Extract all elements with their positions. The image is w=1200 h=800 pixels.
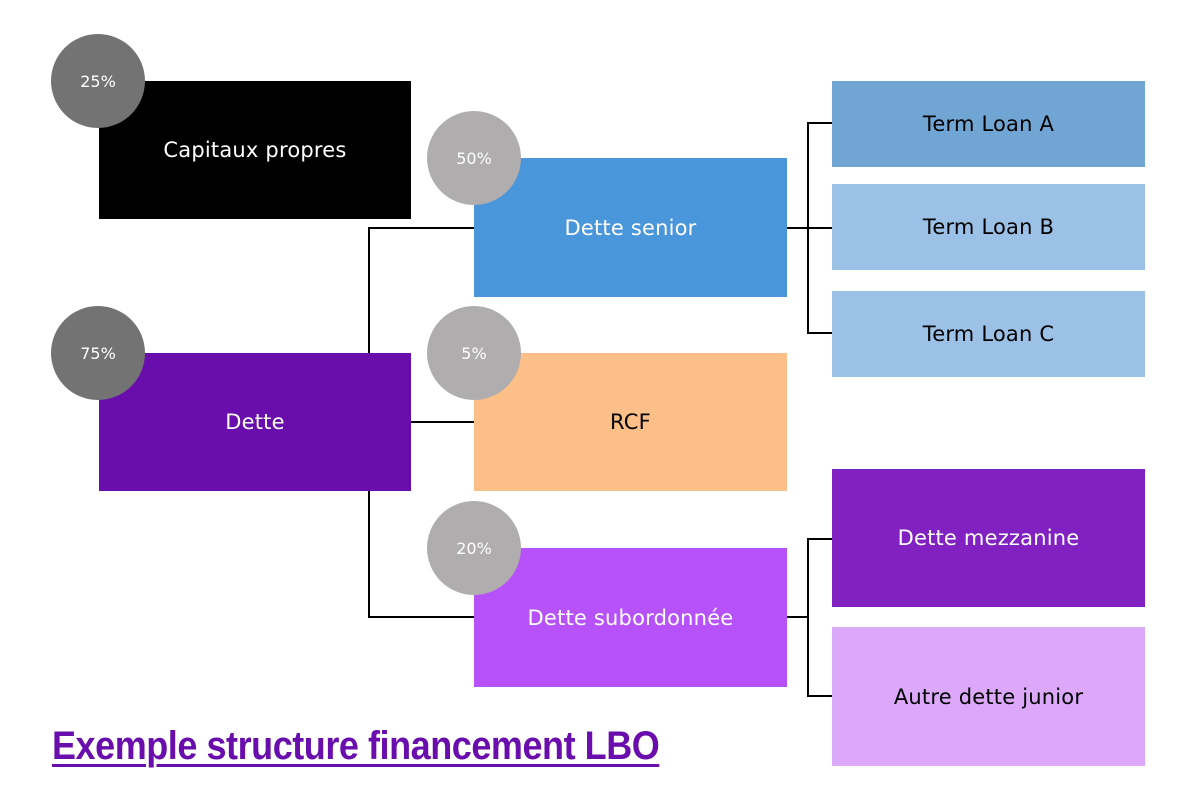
node-label: Dette senior <box>564 215 697 240</box>
node-dette-mezzanine: Dette mezzanine <box>832 469 1145 607</box>
node-term-loan-c: Term Loan C <box>832 291 1145 377</box>
node-term-loan-a: Term Loan A <box>832 81 1145 167</box>
connector-to-dette-mezzanine <box>807 538 832 540</box>
connector-to-rcf <box>411 421 474 423</box>
node-capitaux-propres: Capitaux propres <box>99 81 411 219</box>
node-autre-dette-junior: Autre dette junior <box>832 627 1145 766</box>
percent-badge-dette: 75% <box>51 306 145 400</box>
connector-senior-trunk <box>807 122 809 334</box>
connector-senior-stem <box>787 227 832 229</box>
node-label: Autre dette junior <box>893 684 1084 709</box>
node-label: Term Loan A <box>922 112 1055 136</box>
connector-subordonnee-trunk <box>807 538 809 697</box>
node-rcf: RCF <box>474 353 787 491</box>
percent-badge-dette-senior: 50% <box>427 111 521 205</box>
percent-label: 50% <box>456 148 492 168</box>
percent-badge-dette-subordonnee: 20% <box>427 501 521 595</box>
connector-to-dette-subordonnee <box>368 616 474 618</box>
node-label: Dette mezzanine <box>897 526 1080 550</box>
node-label: Term Loan B <box>922 215 1055 239</box>
diagram-title: Exemple structure financement LBO <box>52 724 660 768</box>
node-label: Term Loan C <box>922 322 1055 346</box>
connector-to-term-loan-a <box>807 122 832 124</box>
node-dette-senior: Dette senior <box>474 158 787 297</box>
node-label: Capitaux propres <box>163 138 347 162</box>
node-dette-subordonnee: Dette subordonnée <box>474 548 787 687</box>
connector-subordonnee-stem <box>787 616 809 618</box>
node-label: Dette subordonnée <box>527 605 734 630</box>
percent-label: 25% <box>80 71 116 91</box>
connector-to-term-loan-c <box>807 332 832 334</box>
connector-to-autre-dette-junior <box>807 695 832 697</box>
connector-to-dette-senior <box>368 227 474 229</box>
percent-label: 20% <box>456 538 492 558</box>
percent-label: 75% <box>80 343 116 363</box>
node-dette: Dette <box>99 353 411 491</box>
node-label: Dette <box>225 410 285 434</box>
node-term-loan-b: Term Loan B <box>832 184 1145 270</box>
percent-badge-capitaux-propres: 25% <box>51 34 145 128</box>
node-label: RCF <box>610 410 651 434</box>
percent-badge-rcf: 5% <box>427 306 521 400</box>
percent-label: 5% <box>461 343 487 363</box>
